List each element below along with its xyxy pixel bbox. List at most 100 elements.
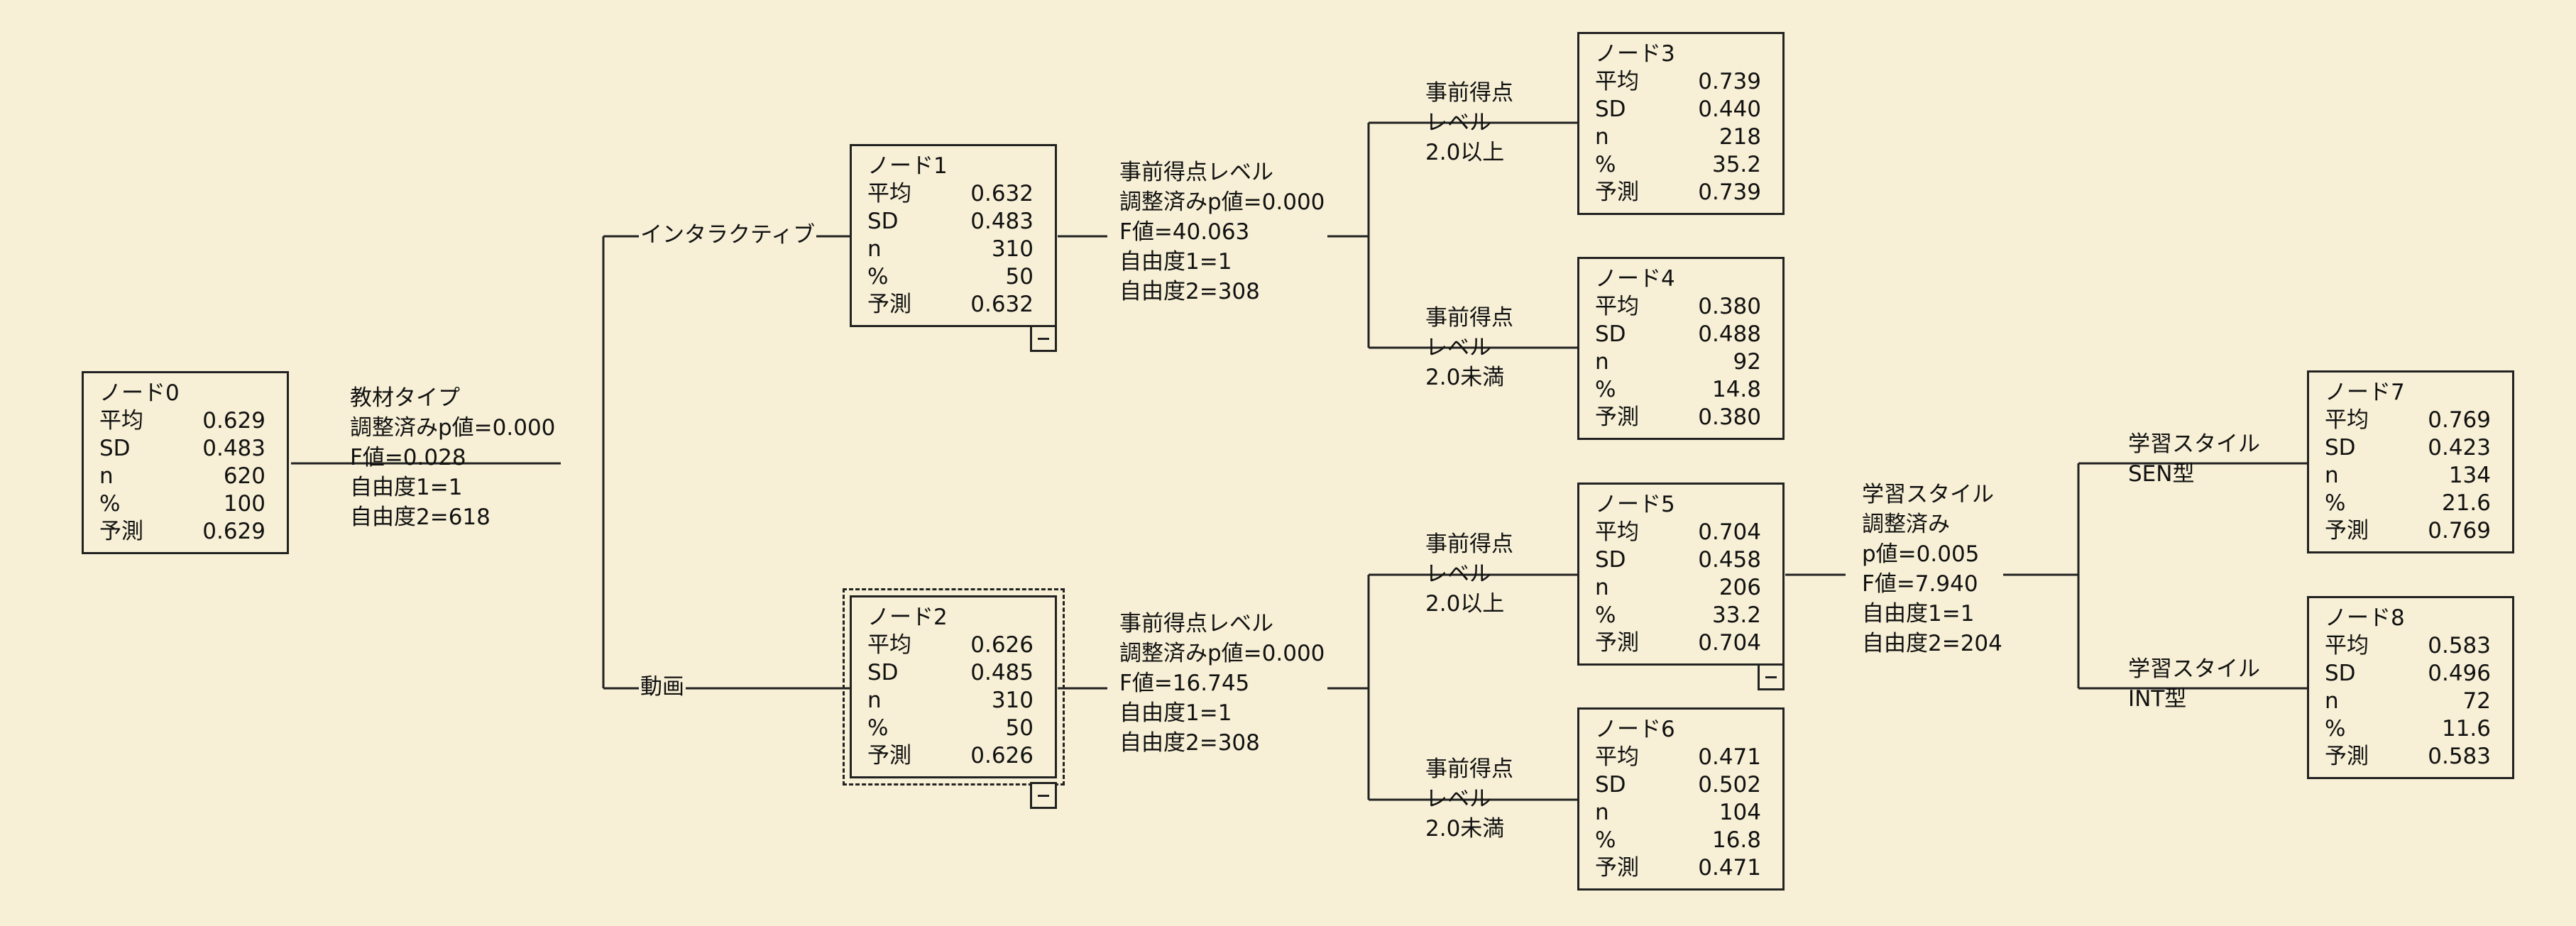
stat-value: 310 — [991, 236, 1034, 262]
text-line: 自由度2=618 — [350, 505, 490, 530]
stat-value: 0.483 — [970, 209, 1034, 234]
stat-value: 134 — [2448, 463, 2491, 488]
stat-label: n — [2325, 463, 2339, 488]
text-line: 自由度2=308 — [1119, 730, 1260, 756]
stat-label: n — [867, 236, 882, 262]
text-line: 事前得点 — [1425, 756, 1513, 782]
text-line: INT型 — [2128, 686, 2187, 712]
stat-label: 平均 — [867, 632, 911, 658]
stat-value: 0.483 — [202, 436, 265, 461]
stat-value: 0.471 — [1698, 744, 1761, 770]
collapse-button[interactable] — [1030, 325, 1057, 352]
stat-label: 予測 — [1595, 180, 1639, 205]
stat-label: SD — [1595, 547, 1626, 573]
node-stat-row: %21.6 — [2325, 490, 2491, 517]
stat-value: 50 — [1005, 715, 1034, 741]
collapse-button[interactable] — [1758, 663, 1785, 690]
stat-label: SD — [1595, 321, 1626, 347]
text-line: F値=40.063 — [1119, 219, 1250, 245]
node-stat-row: %50 — [867, 715, 1034, 742]
text-line: 学習スタイル — [2128, 656, 2260, 682]
stat-label: SD — [2325, 661, 2356, 686]
stat-value: 0.769 — [2428, 407, 2491, 433]
node-title: ノード1 — [867, 153, 948, 179]
node-title: ノード4 — [1595, 266, 1675, 292]
stat-value: 104 — [1719, 800, 1761, 825]
stat-value: 0.704 — [1698, 630, 1761, 656]
stat-value: 0.739 — [1698, 69, 1761, 94]
node-title: ノード3 — [1595, 41, 1675, 67]
stat-value: 0.769 — [2428, 518, 2491, 544]
text-line: 2.0未満 — [1425, 816, 1505, 842]
stat-label: SD — [99, 436, 131, 461]
text-line: レベル — [1425, 786, 1491, 812]
stat-value: 0.629 — [202, 519, 265, 544]
stat-label: % — [99, 491, 121, 517]
stat-label: n — [1595, 124, 1609, 150]
stat-value: 35.2 — [1711, 152, 1761, 177]
stat-value: 11.6 — [2441, 716, 2491, 742]
stat-label: SD — [867, 660, 899, 685]
branch-label-interactive: インタラクティブ — [639, 220, 817, 250]
stat-label: SD — [2325, 435, 2356, 461]
stat-value: 0.583 — [2428, 744, 2491, 769]
stat-value: 0.583 — [2428, 633, 2491, 658]
text-line: 自由度1=1 — [1119, 249, 1232, 275]
stat-value: 0.458 — [1698, 547, 1761, 573]
stat-label: SD — [1595, 772, 1626, 798]
stat-label: % — [1595, 602, 1616, 628]
text-line: F値=7.940 — [1862, 571, 1978, 597]
text-line: 自由度1=1 — [1119, 700, 1232, 726]
stat-label: % — [1595, 152, 1616, 177]
stat-label: 平均 — [1595, 294, 1639, 319]
stat-value: 0.632 — [970, 292, 1034, 317]
text-line: レベル — [1425, 110, 1491, 136]
text-line: 2.0以上 — [1425, 140, 1505, 165]
stat-label: 予測 — [867, 743, 911, 768]
text-line: 事前得点 — [1425, 80, 1513, 106]
stat-value: 92 — [1733, 349, 1761, 375]
stat-label: 平均 — [1595, 744, 1639, 770]
text-line: 自由度2=204 — [1862, 631, 2002, 656]
text-line: 自由度1=1 — [350, 475, 463, 500]
stat-label: 予測 — [1595, 855, 1639, 881]
branch-label-video: 動画 — [639, 672, 686, 702]
stat-value: 0.423 — [2428, 435, 2491, 461]
node-title: ノード7 — [2325, 380, 2405, 405]
stat-label: n — [1595, 349, 1609, 375]
collapse-button[interactable] — [1030, 782, 1057, 809]
node-stat-row: SD 0.458 — [1595, 546, 1761, 574]
text-line: F値=0.028 — [350, 445, 466, 470]
text-line: 調整済みp値=0.000 — [350, 415, 556, 441]
